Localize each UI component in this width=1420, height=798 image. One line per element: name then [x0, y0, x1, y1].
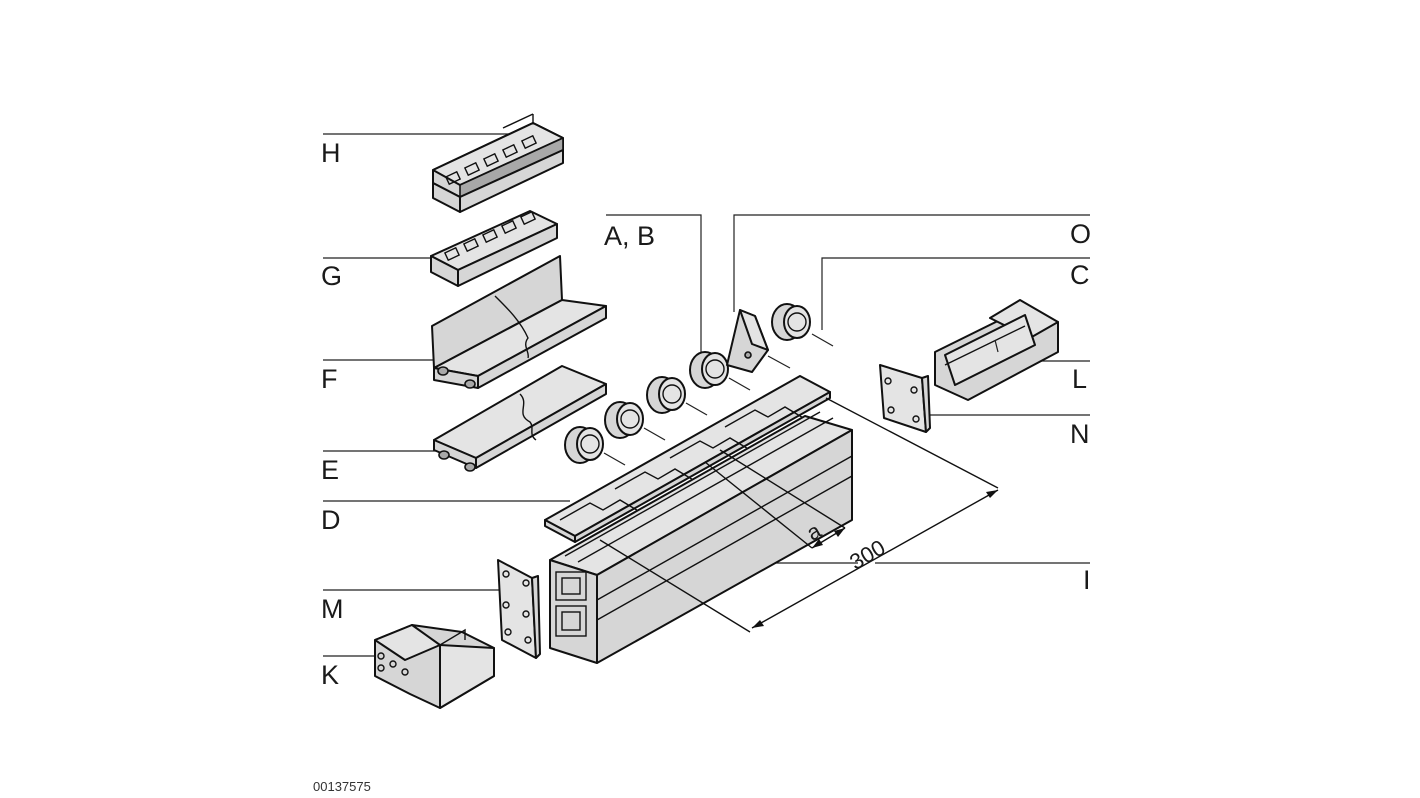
part-d-chain-strip [544, 375, 831, 543]
roller-2 [604, 401, 666, 441]
part-e-flat-cover [433, 365, 607, 472]
part-o-bracket [726, 309, 791, 373]
part-c-roller-axle [771, 303, 834, 347]
part-f-cover-profile [431, 255, 607, 389]
label-d: D [321, 505, 341, 535]
part-l-end-cap-right [934, 299, 1059, 401]
part-h-guide-rail [432, 113, 564, 213]
label-i: I [1083, 565, 1091, 595]
part-k-end-cap-left [374, 624, 495, 709]
part-g-chain-segment [430, 210, 558, 287]
label-h: H [321, 138, 341, 168]
label-l: L [1072, 364, 1087, 394]
part-m-end-plate [497, 559, 541, 659]
label-c: C [1070, 260, 1090, 290]
part-n-end-plate [879, 364, 931, 433]
label-f: F [321, 364, 338, 394]
label-a-b: A, B [604, 221, 655, 251]
part-a-b-rollers [564, 351, 751, 466]
drawing-number: 00137575 [313, 779, 371, 794]
roller-4 [689, 351, 751, 391]
roller-1 [564, 426, 626, 466]
roller-3 [646, 376, 708, 416]
part-i-main-profile [549, 411, 853, 664]
dimension-length: 300 [845, 535, 889, 575]
label-o: O [1070, 219, 1091, 249]
label-k: K [321, 660, 339, 690]
label-m: M [321, 594, 344, 624]
label-n: N [1070, 419, 1090, 449]
part-labels: H G F E D M K A, B O C L N I [321, 138, 1091, 690]
label-g: G [321, 261, 342, 291]
label-e: E [321, 455, 339, 485]
